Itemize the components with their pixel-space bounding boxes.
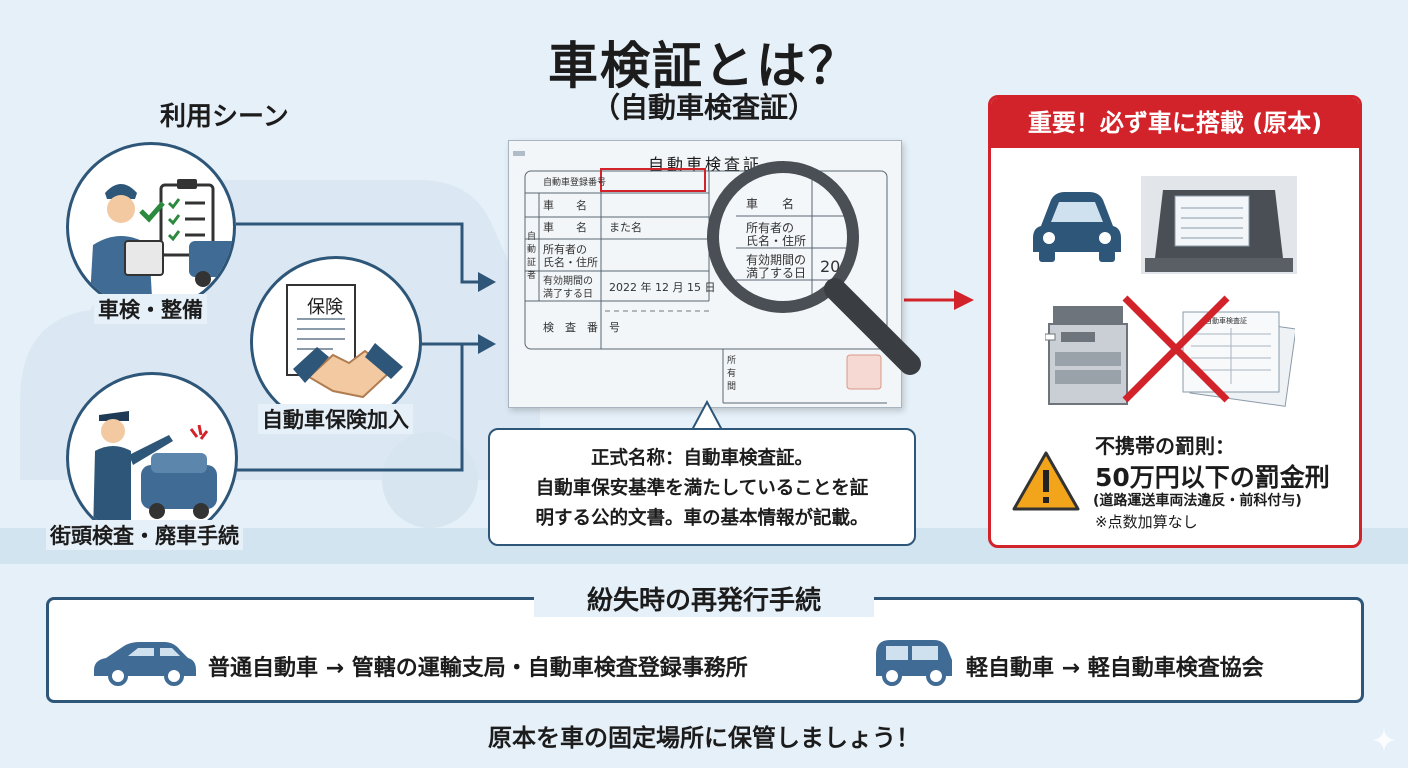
owner-label: 所有者の 氏名・住所 (543, 243, 598, 269)
penalty-title: 不携帯の罰則： (1095, 434, 1235, 458)
sparkle-icon (1372, 728, 1396, 752)
reissue-kei-car: 軽自動車 → 軽自動車検査協会 (966, 656, 1264, 681)
roadside-scene-label: 街頭検査・廃車手続 (46, 520, 243, 550)
description-bubble: 正式名称：自動車検査証。 自動車保安基準を満たしていることを証 明する公的文書。… (488, 428, 916, 546)
description-line-2: 自動車保安基準を満たしていることを証 (535, 478, 869, 499)
inspection-number-label: 検 査 番 号 (543, 321, 620, 334)
car-name-value: また名 (609, 221, 642, 234)
lens-car-name: 車 名 (746, 197, 795, 211)
kei-car-icon (876, 640, 952, 686)
insurance-doc-label: 保険 (307, 297, 343, 318)
car-name-label-2: 車 名 (543, 221, 587, 234)
description-line-3: 明する公的文書。車の基本情報が記載。 (535, 508, 869, 529)
page-title: 車検証とは？ (548, 37, 860, 95)
roadside-scene-circle (66, 372, 238, 544)
prohibited-cross-icon (1122, 295, 1230, 403)
lens-owner: 所有者の 氏名・住所 (746, 221, 807, 248)
reissue-title: 紛失時の再発行手続 (534, 580, 874, 617)
reg-no-label: 自動車登録番号 (543, 178, 607, 188)
certificate-table-lines (524, 168, 888, 404)
expiry-value: 2022 年 12 月 15 日 (609, 281, 716, 294)
bubble-pointer (691, 399, 723, 431)
police-officer-icon (93, 411, 217, 535)
description-line-1: 正式名称：自動車検査証。 (590, 448, 813, 469)
card-corner-mark (513, 151, 525, 156)
reissue-regular-car: 普通自動車 → 管轄の運輸支局・自動車検査登録事務所 (208, 656, 748, 681)
penalty-note: (道路運送車両法違反・前科付与) (1093, 493, 1302, 509)
important-header: 重要！必ず車に搭載 (原本) (991, 98, 1359, 148)
insurance-handshake-icon (286, 284, 403, 399)
car-icon (1033, 192, 1121, 262)
sedan-icon (94, 642, 196, 686)
penalty-amount: 50万円以下の罰金刑 (1095, 463, 1330, 492)
footer-message: 原本を車の固定場所に保管しましょう！ (488, 724, 920, 752)
inspection-scene-circle (66, 142, 236, 312)
car-interior-document-icon (1141, 176, 1297, 274)
important-panel: 重要！必ず車に搭載 (原本) 自動車検査証 不携帯の罰則： 50万円以下の罰金刑 (988, 95, 1362, 548)
owner-small-label: 所 有 間 (727, 356, 737, 392)
magnifier-icon (707, 161, 921, 375)
page-subtitle: （自動車検査証） (591, 91, 816, 124)
expiry-label: 有効期間の 満了する日 (543, 276, 593, 300)
lens-value: 20 (820, 257, 841, 276)
insurance-scene-circle: 保険 (250, 256, 422, 428)
inspection-scene-label: 車検・整備 (94, 294, 207, 324)
usage-scenes-title: 利用シーン (160, 102, 289, 132)
car-name-label: 車 名 (543, 199, 587, 212)
warning-icon (1012, 451, 1080, 511)
copier-icon (1045, 306, 1128, 405)
mechanic-icon (89, 179, 233, 309)
insurance-scene-label: 自動車保険加入 (258, 404, 413, 434)
lens-expiry: 有効期間の 満了する日 (746, 253, 807, 280)
copy-document-icon (1182, 311, 1295, 407)
copy-doc-title: 自動車検査証 (1205, 317, 1247, 325)
magnifier-lens: 車 名 所有者の 氏名・住所 有効期間の 満了する日 20 (718, 172, 848, 302)
side-label: 自 動 証 者 (527, 232, 537, 281)
penalty-extra: ※点数加算なし (1095, 513, 1198, 531)
